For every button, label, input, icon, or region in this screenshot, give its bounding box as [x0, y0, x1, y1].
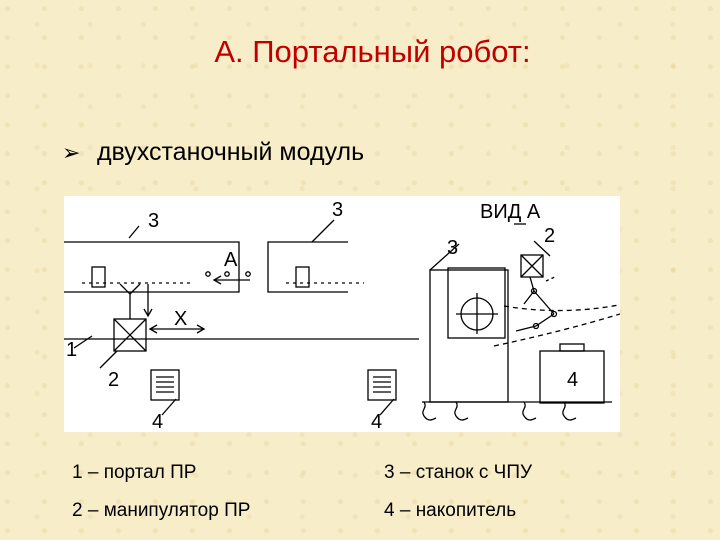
legend-item-1: 1 – портал ПР — [72, 462, 197, 483]
label-manipulator-side: 2 — [544, 225, 555, 247]
store-right-leader — [379, 398, 395, 416]
bullet-item: ➢ двухстаночный модуль — [62, 138, 364, 167]
portal-leader — [73, 335, 93, 349]
robot-diagram: 3 3 3 ВИД А А X 1 2 2 4 4 4 — [64, 196, 620, 432]
label-store-left: 4 — [152, 411, 163, 432]
label-portal: 1 — [66, 339, 77, 361]
label-machine-side: 3 — [447, 237, 458, 259]
label-store-side: 4 — [567, 369, 578, 391]
view-point-3 — [245, 271, 251, 277]
side-manipulator — [520, 254, 544, 278]
label-view-a: ВИД А — [480, 201, 541, 223]
diagram-canvas: 3 3 3 ВИД А А X 1 2 2 4 4 4 — [64, 199, 620, 432]
label-arrow-a: А — [224, 249, 238, 271]
label-x-axis: X — [174, 308, 187, 330]
side-machine-head — [447, 267, 506, 339]
side-machine-body — [429, 269, 509, 403]
label-store-right: 4 — [371, 411, 382, 432]
legend-item-4: 4 – накопитель — [384, 500, 517, 521]
spindle-left — [91, 266, 106, 288]
label-machine-right: 3 — [332, 199, 343, 221]
view-point-1 — [205, 271, 211, 277]
machine-left — [64, 241, 240, 293]
ground-hatch — [422, 401, 577, 421]
machine-right — [267, 241, 348, 293]
store-left-leader — [161, 398, 177, 416]
manipulator-leader — [99, 350, 118, 369]
arrow-bullet-icon: ➢ — [62, 140, 81, 165]
legend-item-3: 3 – станок с ЧПУ — [384, 462, 533, 483]
label-manipulator-left: 2 — [108, 369, 119, 391]
spindle-right — [295, 266, 310, 288]
store-left — [150, 369, 180, 401]
legend-item-2: 2 – манипулятор ПР — [72, 500, 251, 521]
store-right — [367, 369, 397, 401]
view-arrow-head — [212, 275, 222, 285]
view-point-2 — [224, 271, 230, 277]
slide-title: А. Портальный робот: — [214, 34, 531, 69]
bullet-text: двухстаночный модуль — [96, 138, 365, 166]
label-machine-left: 3 — [148, 210, 159, 232]
